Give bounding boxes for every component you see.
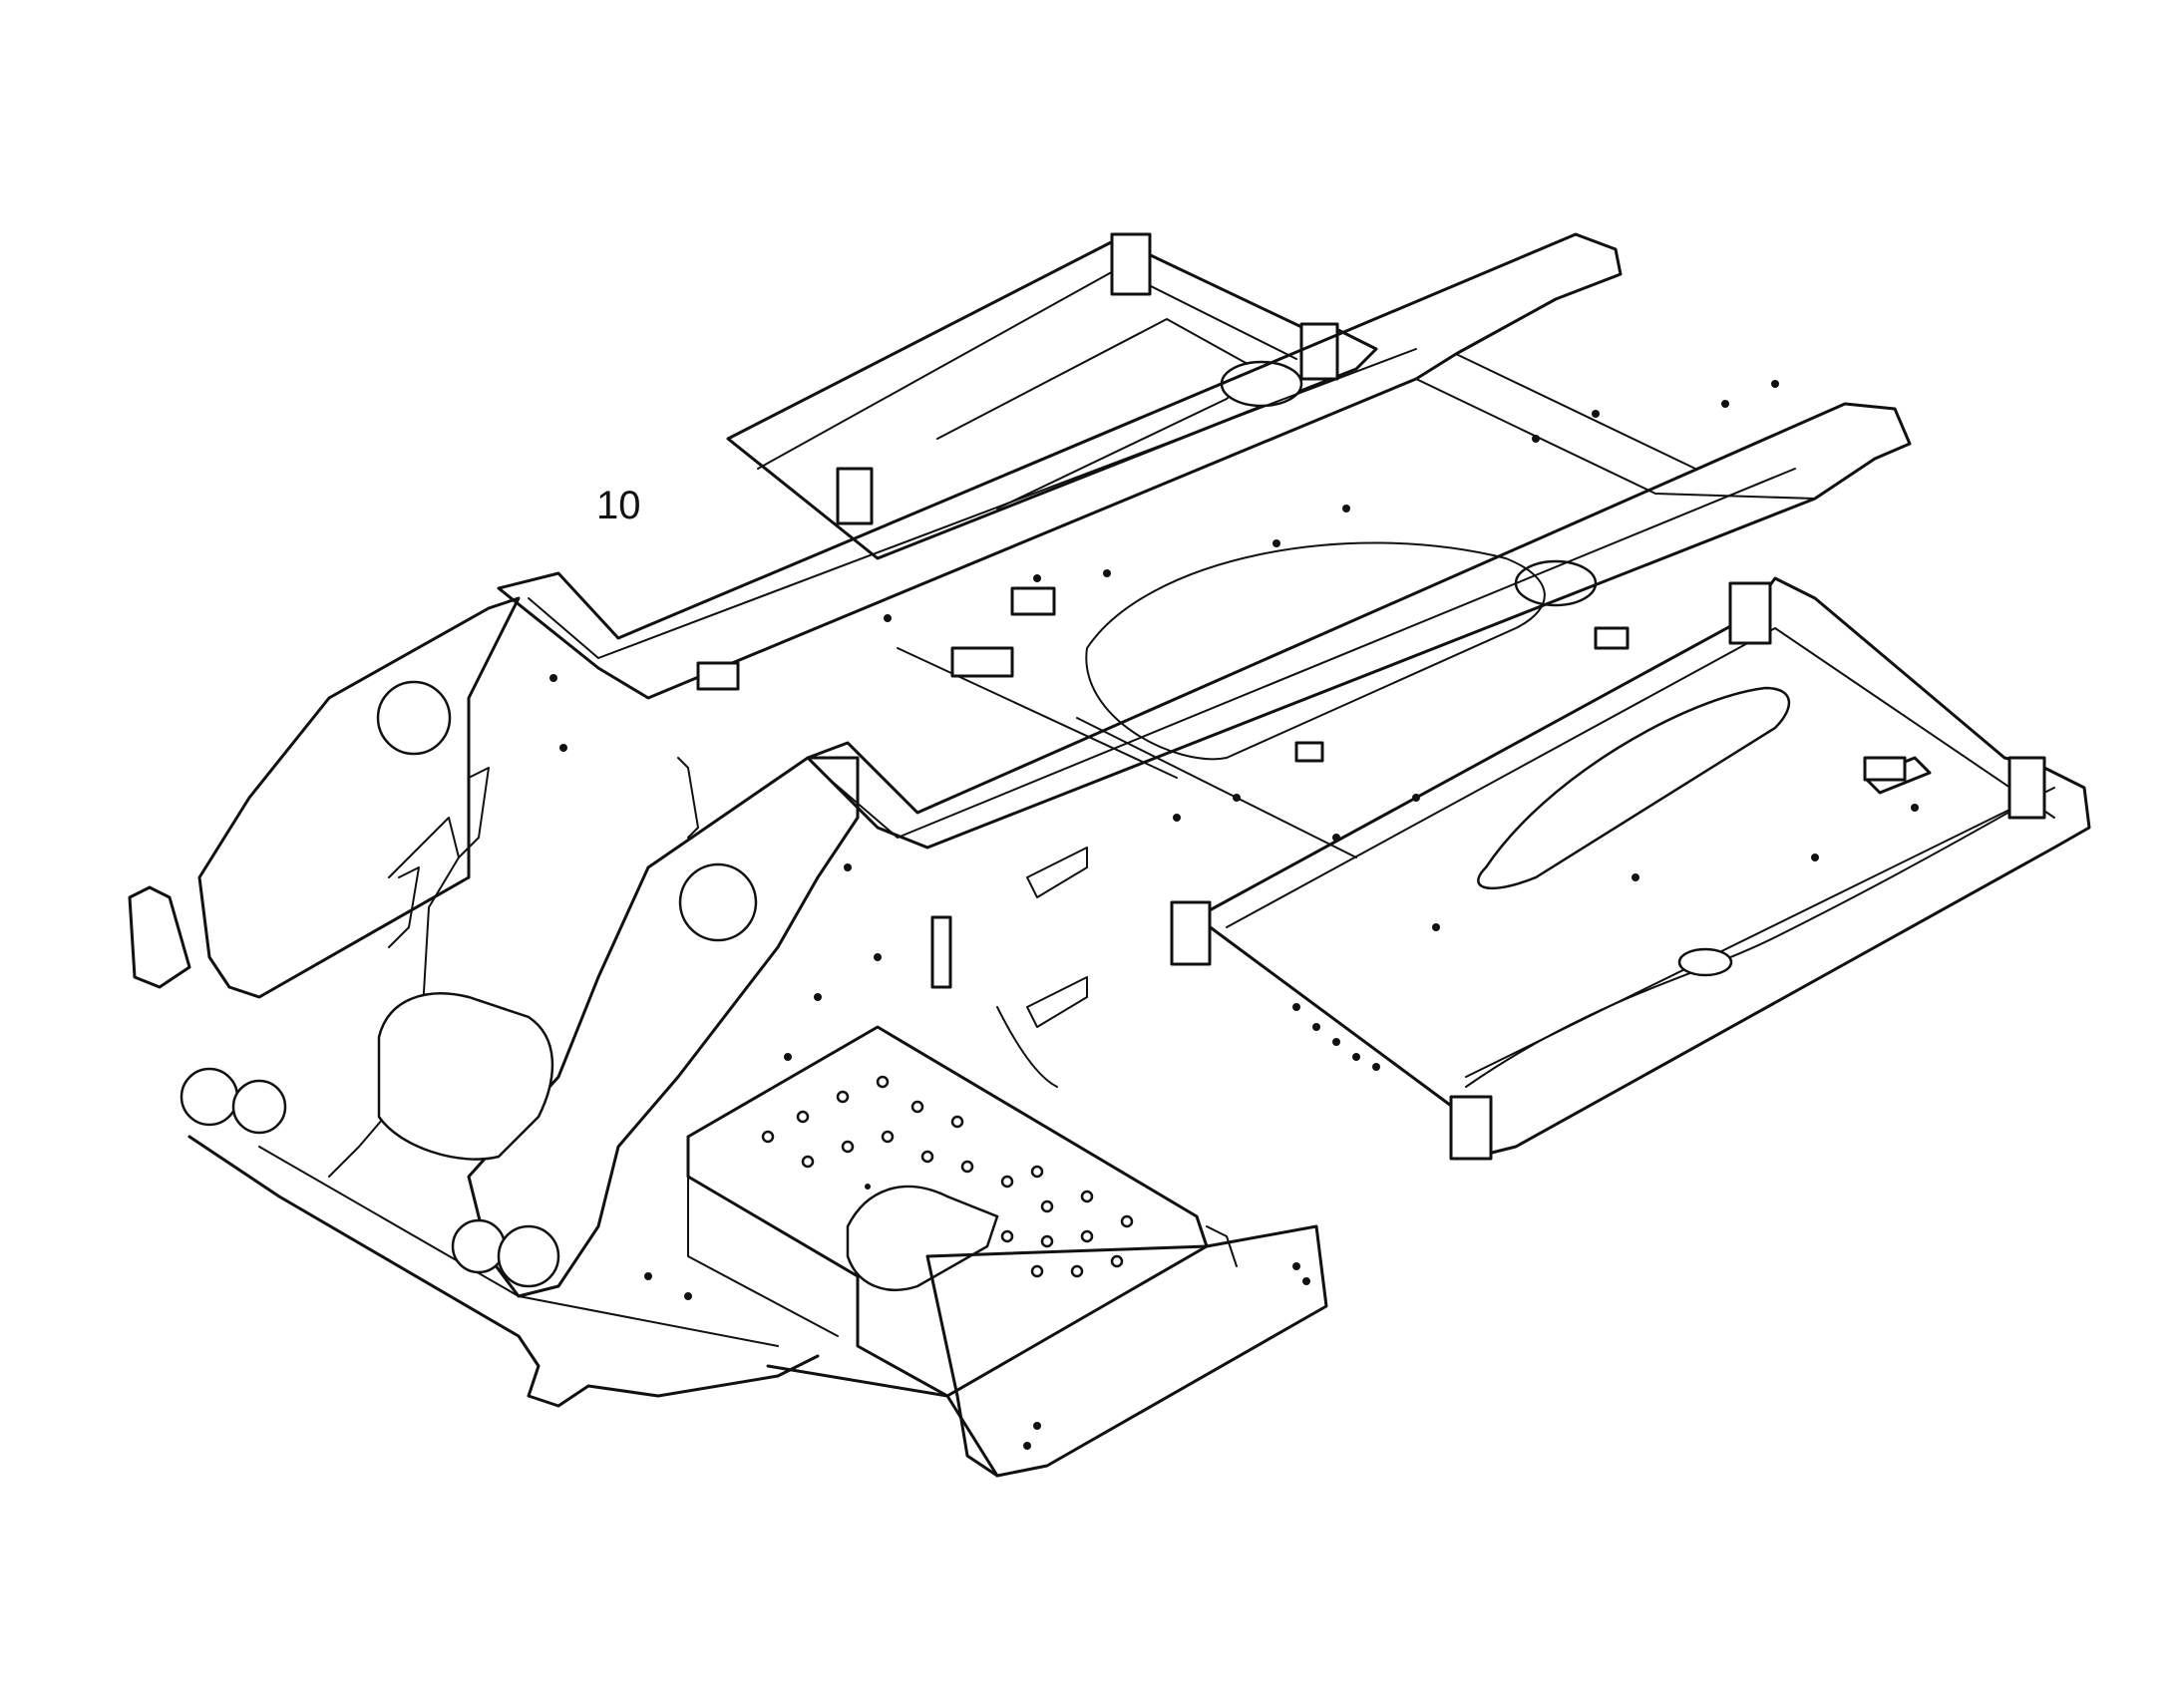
callout-label: 10 [596, 484, 641, 527]
rear-mount-block [836, 467, 874, 525]
rear-mount-block [1299, 322, 1339, 381]
step-platform [686, 1025, 1328, 1478]
detail-brackets [388, 586, 1907, 1088]
tow-bracket [128, 885, 191, 989]
rubber-mount [1220, 360, 1303, 408]
bracket [1294, 741, 1324, 763]
fastener-dots [549, 380, 1919, 1450]
pin-bore [376, 680, 452, 756]
side-block [1449, 1095, 1493, 1161]
bracket [1863, 756, 1907, 782]
bracket [696, 661, 740, 691]
deck-hole [1677, 947, 1733, 977]
bracket [950, 646, 1014, 678]
rear-mount-block [1110, 232, 1152, 296]
rear-subframe [726, 232, 1598, 607]
step-cutout [846, 1185, 999, 1291]
bracket [1010, 586, 1056, 616]
bracket [1594, 626, 1630, 650]
platform-holes [761, 1075, 1134, 1278]
right-deck [1170, 576, 2091, 1161]
side-block [1170, 900, 1212, 966]
pin-bore [451, 1218, 507, 1274]
terminal-strip [930, 915, 952, 989]
center-opening [1085, 541, 1546, 761]
pin-bore [678, 862, 758, 942]
pin-bore [180, 1067, 239, 1127]
main-rails [497, 232, 1912, 858]
pin-bore [231, 1079, 287, 1135]
side-block [2007, 756, 2046, 820]
pin-bore [497, 1224, 560, 1288]
box-window [377, 992, 554, 1161]
front-section [128, 596, 860, 1408]
deck-slot [1477, 686, 1791, 890]
side-block [1728, 581, 1772, 645]
